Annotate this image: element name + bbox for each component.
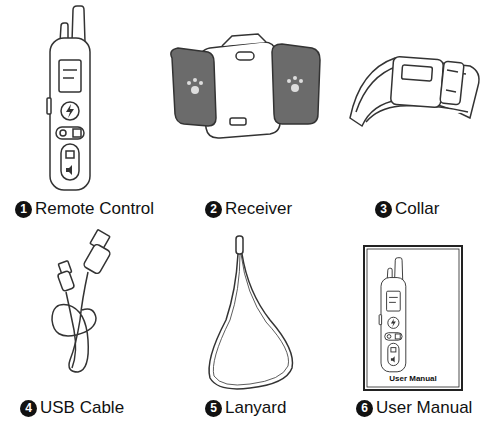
manual-cover-title: User Manual (389, 374, 437, 384)
collar-drawing (350, 56, 479, 126)
callout-number: 2 (205, 201, 222, 218)
callout-number: 1 (15, 201, 32, 218)
part-name: Remote Control (35, 199, 154, 219)
callout-number: 6 (356, 400, 373, 417)
receiver-drawing (171, 34, 320, 138)
remote-control-drawing (47, 6, 90, 190)
callout-number: 5 (205, 400, 222, 417)
callout-number: 4 (20, 400, 37, 417)
part-name: Lanyard (225, 398, 286, 418)
part-name: Receiver (225, 199, 292, 219)
callout-number: 3 (375, 201, 392, 218)
part-name: USB Cable (40, 398, 124, 418)
part-name: Collar (395, 199, 439, 219)
usb-cable-drawing (52, 230, 111, 372)
part-name: User Manual (376, 398, 472, 418)
user-manual-drawing (364, 246, 462, 390)
lanyard-drawing (209, 236, 292, 389)
